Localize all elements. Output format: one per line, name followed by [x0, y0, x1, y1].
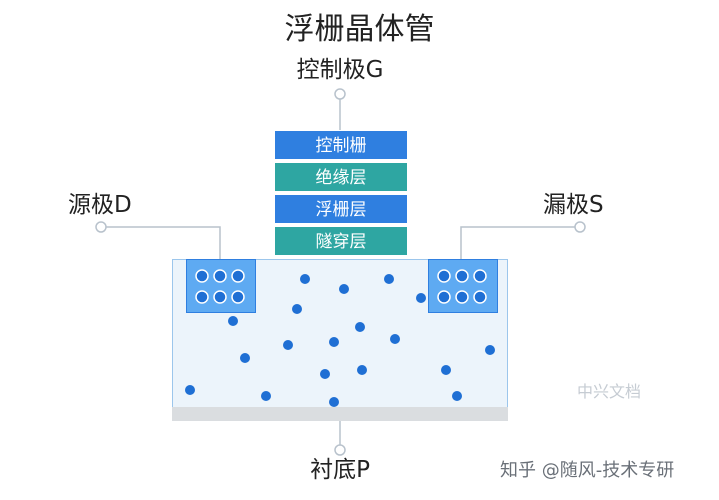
- electron-dot: [185, 385, 195, 395]
- source-well: [186, 259, 256, 313]
- electron-dot: [300, 274, 310, 284]
- electron-dot: [240, 353, 250, 363]
- gate-terminal-node: [334, 88, 346, 100]
- source-terminal-label: 源极D: [68, 192, 132, 218]
- electron-dot: [339, 284, 349, 294]
- electron-dot: [441, 365, 451, 375]
- electron-dot: [195, 290, 209, 304]
- credit-watermark: 知乎 @随风-技术专研: [500, 460, 675, 481]
- substrate-base-strip: [172, 407, 508, 421]
- tunnel-layer: 隧穿层: [274, 226, 408, 256]
- electron-dot: [320, 369, 330, 379]
- substrate-terminal-label: 衬底P: [310, 457, 370, 483]
- drain-terminal-label: 漏极S: [543, 192, 604, 218]
- electron-dot: [437, 290, 451, 304]
- control-gate-layer: 控制栅: [274, 130, 408, 160]
- electron-dot: [473, 269, 487, 283]
- electron-dot: [473, 290, 487, 304]
- electron-dot: [357, 365, 367, 375]
- electron-dot: [213, 269, 227, 283]
- diagram-title: 浮栅晶体管: [284, 12, 435, 47]
- drain-terminal-node: [574, 221, 586, 233]
- electron-dot: [261, 391, 271, 401]
- insulation-layer: 绝缘层: [274, 162, 408, 192]
- gate-terminal-label: 控制极G: [296, 57, 384, 83]
- electron-dot: [228, 316, 238, 326]
- electron-dot: [283, 340, 293, 350]
- electron-dot: [231, 269, 245, 283]
- electron-dot: [329, 397, 339, 407]
- electron-dot: [416, 293, 426, 303]
- source-terminal-node: [95, 221, 107, 233]
- electron-dot: [213, 290, 227, 304]
- source-connector-line: [101, 226, 221, 259]
- electron-dot: [355, 322, 365, 332]
- drain-well: [428, 259, 498, 313]
- watermark-text: 中兴文档: [577, 382, 642, 401]
- electron-dot: [452, 391, 462, 401]
- electron-dot: [390, 334, 400, 344]
- electron-dot: [485, 345, 495, 355]
- electron-dot: [455, 290, 469, 304]
- electron-dot: [231, 290, 245, 304]
- electron-dot: [455, 269, 469, 283]
- electron-dot: [329, 337, 339, 347]
- electron-dot: [384, 274, 394, 284]
- substrate-terminal-node: [334, 444, 346, 456]
- electron-dot: [195, 269, 209, 283]
- drain-connector-line: [460, 226, 580, 259]
- floating-gate-layer: 浮栅层: [274, 194, 408, 224]
- electron-dot: [437, 269, 451, 283]
- electron-dot: [292, 304, 302, 314]
